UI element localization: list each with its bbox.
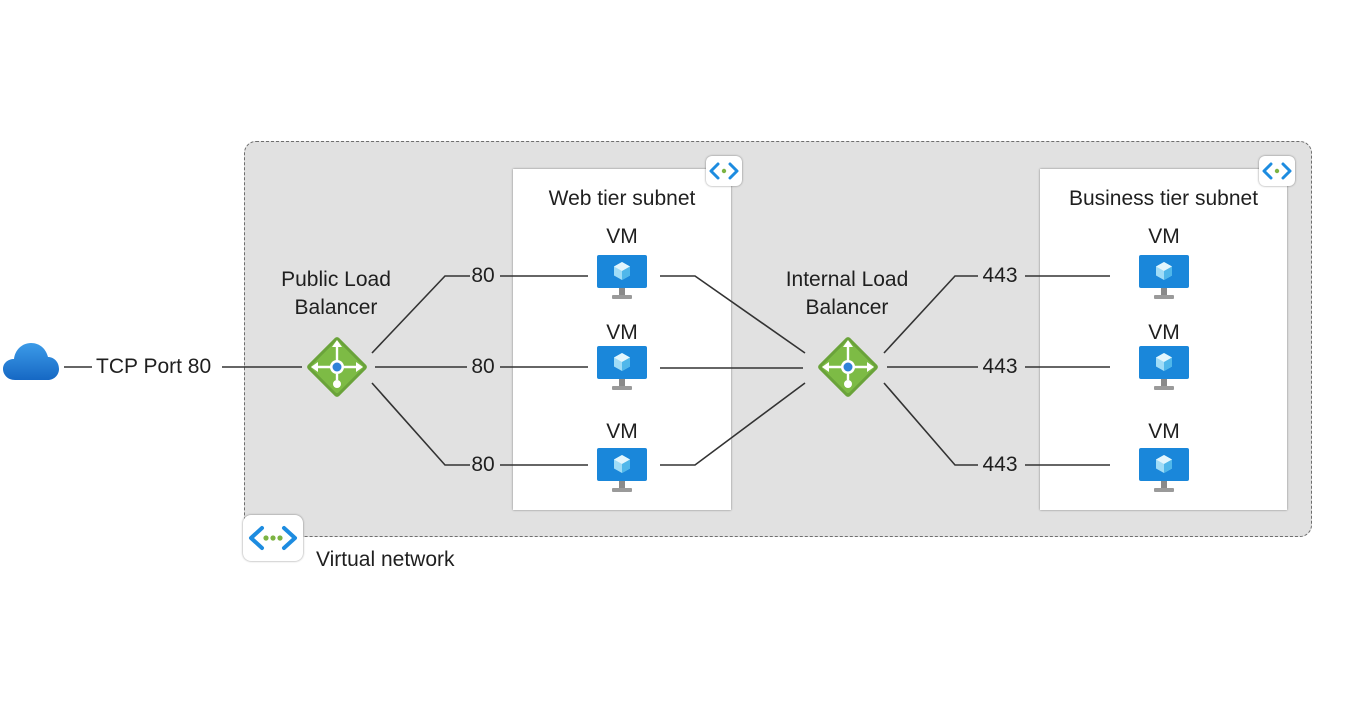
- web-vm-2-label: VM: [606, 321, 638, 344]
- vm-icon: [597, 448, 647, 492]
- vm-icon: [1139, 448, 1189, 492]
- web-vm-3-label: VM: [606, 420, 638, 443]
- subnet-icon: [709, 162, 739, 180]
- line-plb-to-port-3: [371, 382, 470, 466]
- vm-icon: [1139, 255, 1189, 299]
- cloud-icon: [3, 343, 59, 380]
- line-ilb-to-port-1: [883, 275, 978, 354]
- load-balancer-icon: [307, 337, 367, 397]
- web-subnet-title: Web tier subnet: [548, 187, 696, 210]
- vm-icon: [597, 346, 647, 390]
- line-ilb-to-port-3: [883, 382, 978, 466]
- web-vm-1-label: VM: [606, 225, 638, 248]
- vm-icon: [1139, 346, 1189, 390]
- web-port-2: 80: [471, 355, 495, 378]
- public-lb-label-line1: Public Load: [281, 268, 391, 291]
- subnet-icon: [1262, 162, 1292, 180]
- web-subnet-badge: [706, 156, 742, 186]
- public-lb-label-line2: Balancer: [294, 296, 378, 319]
- biz-vm-3-label: VM: [1148, 420, 1180, 443]
- internal-lb-label-line2: Balancer: [805, 296, 889, 319]
- virtual-network-badge: [243, 515, 303, 561]
- business-subnet-title: Business tier subnet: [1068, 187, 1259, 210]
- line-plb-to-port-1: [371, 275, 470, 354]
- internal-lb-label-line1: Internal Load: [785, 268, 909, 291]
- web-port-1: 80: [471, 264, 495, 287]
- biz-vm-1-label: VM: [1148, 225, 1180, 248]
- biz-vm-2-label: VM: [1148, 321, 1180, 344]
- biz-port-1: 443: [982, 264, 1018, 287]
- load-balancer-icon: [818, 337, 878, 397]
- source-label: TCP Port 80: [96, 355, 212, 378]
- line-web-vm-1-to-ilb: [660, 275, 806, 354]
- virtual-network-icon: [249, 526, 297, 550]
- biz-port-2: 443: [982, 355, 1018, 378]
- line-web-vm-3-to-ilb: [660, 382, 806, 466]
- biz-port-3: 443: [982, 453, 1018, 476]
- web-port-3: 80: [471, 453, 495, 476]
- virtual-network-label: Virtual network: [316, 548, 455, 571]
- business-subnet-badge: [1259, 156, 1295, 186]
- vm-icon: [597, 255, 647, 299]
